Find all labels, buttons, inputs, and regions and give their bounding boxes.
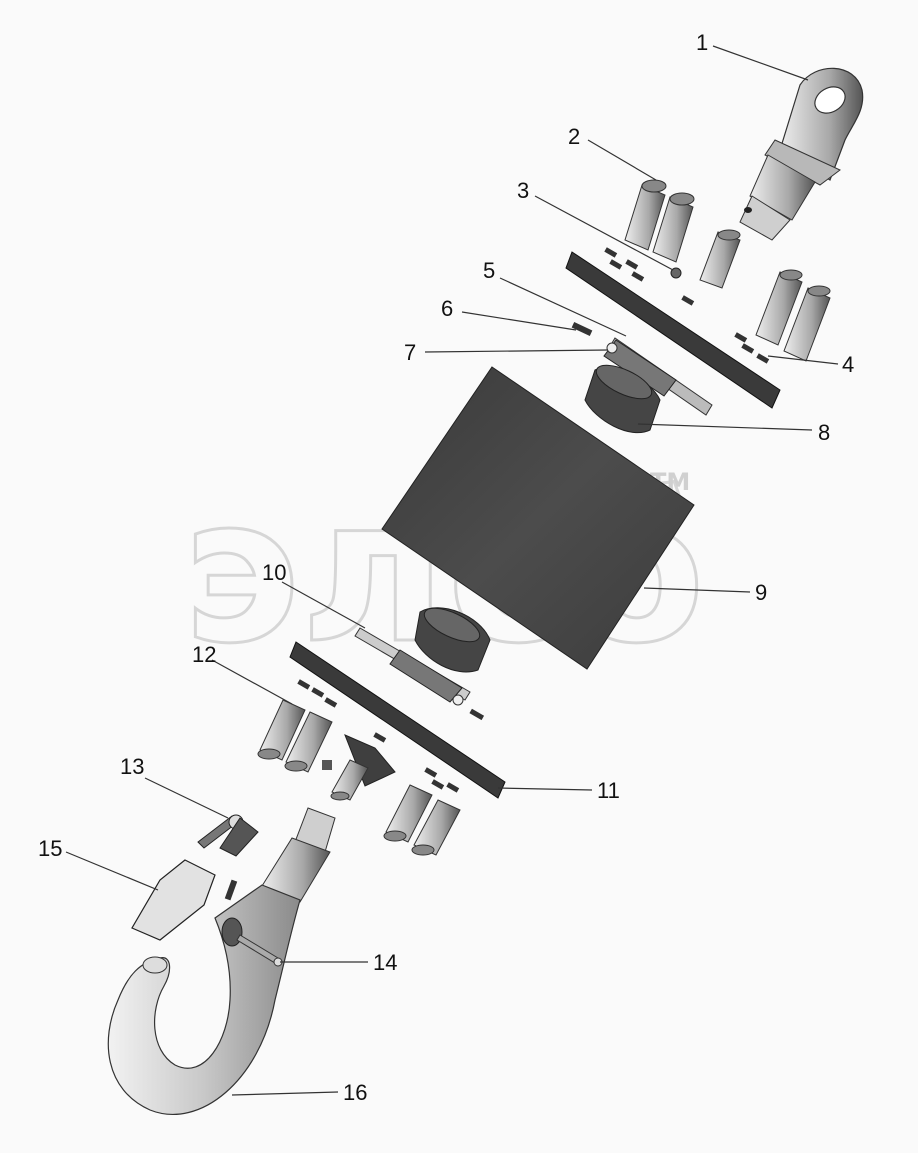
callout-14: 14 [373,950,397,975]
leader-10 [281,581,366,629]
leader-4 [767,355,839,365]
leader-lines [65,45,839,1096]
leader-3 [534,195,674,271]
part-6-pin [571,322,593,336]
part-8-bearing [584,364,661,434]
callout-12: 12 [192,642,216,667]
leader-5 [499,277,627,337]
leader-2 [587,139,657,181]
callout-11: 11 [597,778,620,803]
callout-10: 10 [262,560,286,585]
callout-9: 9 [755,580,767,605]
part-4-bolts [755,269,831,362]
callout-16: 16 [343,1080,367,1105]
leader-9 [643,587,751,593]
lower-center-bolt [322,734,396,801]
part-1-eye-swivel [739,67,864,241]
callout-3: 3 [517,178,529,203]
part-3-nut [670,267,682,279]
washers-lower [297,679,460,793]
part-2-bolts [624,179,741,289]
callout-8: 8 [818,420,830,445]
part-12-bolts [257,699,333,773]
part-5-top-plate [565,251,781,409]
part-14-pin [236,934,283,967]
leader-16 [231,1091,339,1096]
leader-7 [424,349,609,353]
callout-15: 15 [38,836,62,861]
leader-15 [65,851,159,891]
part-11-lower-plate [289,641,506,799]
washers-top [604,247,770,364]
leader-13 [144,777,229,819]
leader-8 [637,423,813,431]
part-9-body-block [381,366,695,670]
lower-right-bolts [383,784,461,856]
part-10-shaft [354,627,485,721]
callout-7: 7 [404,340,416,365]
hook-shank [261,807,336,903]
leader-11 [497,787,593,791]
part-15-latch [131,859,238,941]
callout-2: 2 [568,124,580,149]
part-13-latch-spring [197,814,259,857]
part-7-shaft [603,337,713,416]
callout-13: 13 [120,754,144,779]
leader-12 [211,659,293,705]
callout-5: 5 [483,258,495,283]
callout-1: 1 [696,30,708,55]
callout-numbers: 1 2 3 4 5 6 7 8 9 10 11 12 13 14 15 16 [38,30,854,1105]
lower-bearing [414,607,491,673]
leader-6 [461,311,577,331]
leader-1 [712,45,809,81]
callout-6: 6 [441,296,453,321]
callout-4: 4 [842,352,854,377]
